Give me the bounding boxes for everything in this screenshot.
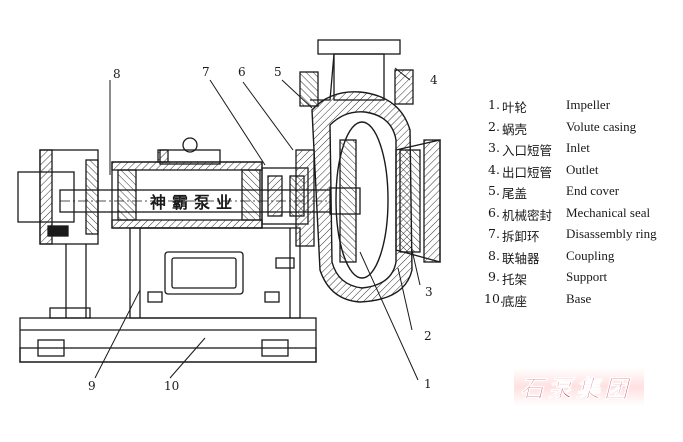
callout-4: 4 [430, 73, 438, 87]
callout-8: 8 [113, 67, 121, 81]
bearing-housing [111, 137, 263, 229]
seal-area [261, 149, 315, 247]
legend-row: 6. 机械密封 Mechanical seal [488, 204, 651, 223]
legend-row: 2. 蜗壳 Volute casing [488, 118, 637, 137]
company-mark-text: 石泵集团 [520, 374, 632, 403]
callout-6: 6 [238, 65, 246, 79]
support-bracket [129, 227, 301, 319]
impeller [329, 139, 361, 263]
leader-lines [94, 67, 421, 381]
callout-9: 9 [88, 379, 96, 393]
legend-row: 10. 底座 Base [484, 290, 592, 309]
legend-row: 3. 入口短管 Inlet [488, 140, 590, 158]
legend-row: 1. 叶轮 Impeller [488, 97, 611, 115]
body-lettering: 神霸泵业 [150, 193, 238, 212]
callout-labels: 8 7 6 5 4 3 2 1 9 10 [88, 65, 438, 393]
coupling [17, 149, 99, 319]
callout-1: 1 [424, 377, 432, 391]
callout-7: 7 [202, 65, 210, 79]
legend-row: 4. 出口短管 Outlet [488, 161, 599, 180]
callout-2: 2 [424, 329, 432, 343]
base-plate [19, 317, 317, 363]
legend-row: 9. 托架 Support [488, 269, 608, 287]
inlet-pipe [395, 139, 441, 263]
callout-3: 3 [425, 285, 433, 299]
legend-row: 5. 尾盖 End cover [488, 183, 620, 201]
legend-row: 7. 拆卸环 Disassembly ring [488, 226, 657, 244]
company-mark: 石泵集团 [514, 368, 644, 406]
callout-10: 10 [164, 379, 179, 393]
volute-casing [311, 91, 413, 303]
callout-5: 5 [274, 65, 282, 79]
legend-row: 8. 联轴器 Coupling [488, 247, 615, 266]
parts-legend: 1. 叶轮 Impeller 2. 蜗壳 Volute casing 3. 入口… [484, 97, 678, 312]
